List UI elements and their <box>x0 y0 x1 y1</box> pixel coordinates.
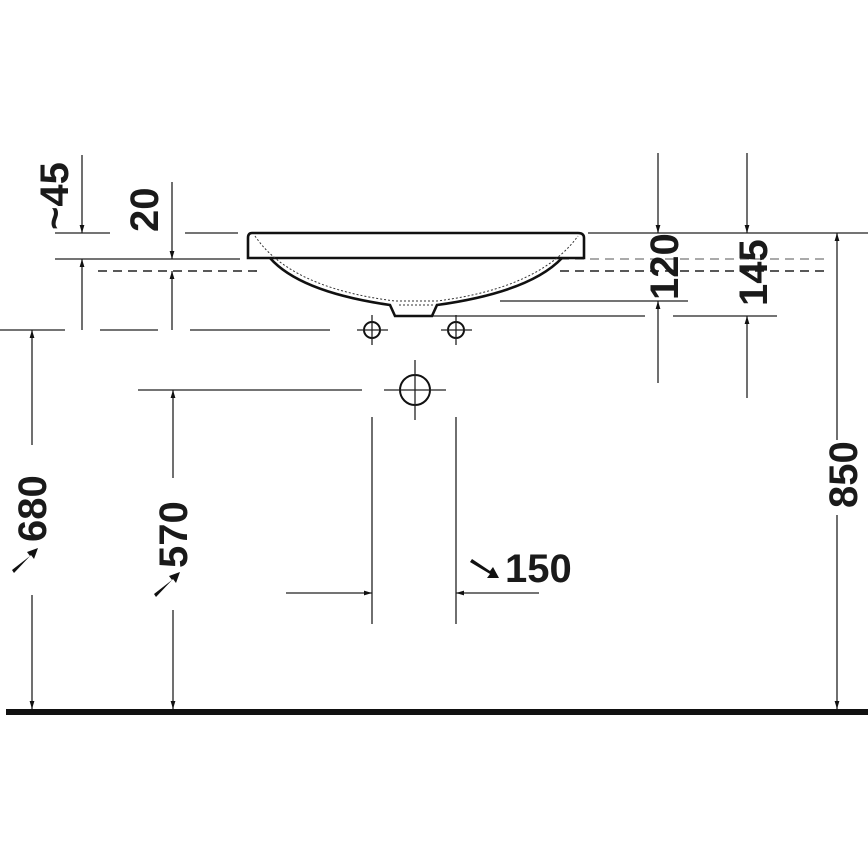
svg-text:120: 120 <box>643 233 687 300</box>
dim-supply-height: 680 <box>11 330 55 709</box>
svg-text:150: 150 <box>505 547 572 591</box>
dim-bowl-depth: 120 <box>643 153 687 383</box>
dim-installation-height: 850 <box>822 233 866 709</box>
dim-drain-height: 570 <box>152 390 196 709</box>
dim-outlet-depth: 145 <box>732 153 776 398</box>
svg-text:570: 570 <box>152 501 196 568</box>
dim-rim-thickness: 20 <box>123 182 175 330</box>
svg-text:20: 20 <box>123 188 167 233</box>
svg-text:~45: ~45 <box>33 162 77 230</box>
dim-rim-overhang: ~45 <box>33 155 85 330</box>
tap-hole-right <box>441 315 472 345</box>
svg-text:145: 145 <box>732 239 776 306</box>
svg-text:850: 850 <box>822 441 866 508</box>
tap-hole-left <box>357 315 388 345</box>
washbasin <box>246 231 586 318</box>
dim-supply-spacing: 150 <box>286 547 572 596</box>
svg-text:680: 680 <box>11 475 55 542</box>
drain-outlet <box>384 360 446 420</box>
